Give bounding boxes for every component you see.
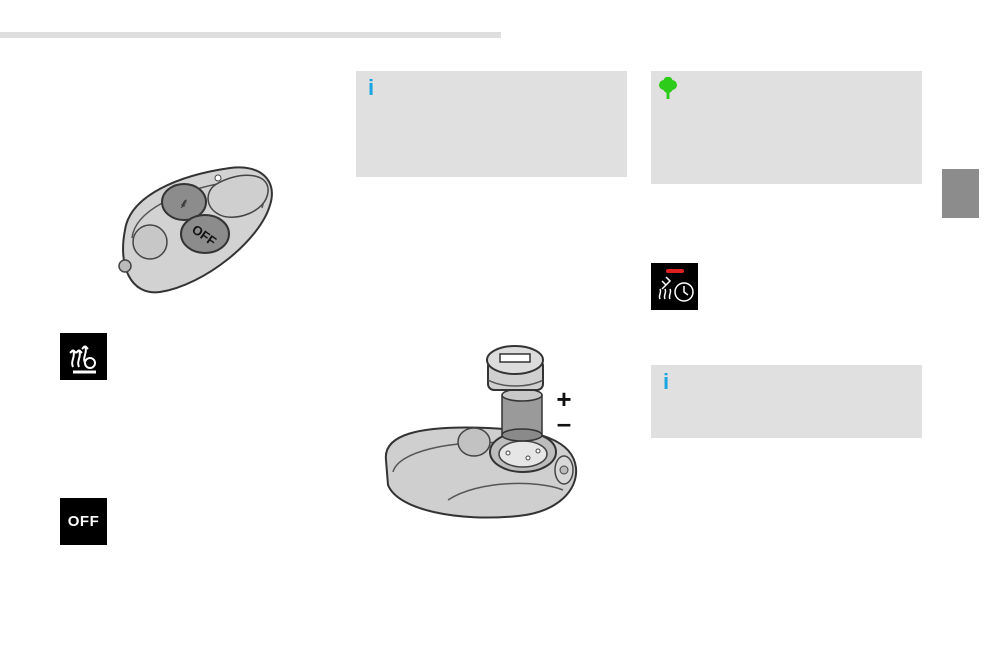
info-icon: i xyxy=(663,369,670,394)
off-icon-label: OFF xyxy=(67,513,100,530)
battery-replacement-illustration: + – xyxy=(384,345,578,519)
heat-button: ⸙ xyxy=(161,183,207,221)
coin-battery xyxy=(501,388,543,442)
header-rule xyxy=(0,32,501,38)
tree-icon xyxy=(659,77,677,99)
battery-cap xyxy=(486,345,544,391)
fan-timer-icon xyxy=(651,263,698,310)
battery-minus-label: – xyxy=(557,408,571,438)
svg-text:⸙: ⸙ xyxy=(179,196,190,212)
eco-note xyxy=(651,71,922,184)
remote-control-illustration: ⸙ OFF xyxy=(118,166,273,294)
info-note-1: i xyxy=(356,71,627,177)
heater-fan-icon xyxy=(60,333,107,380)
battery-plus-label: + xyxy=(556,384,571,414)
chapter-tab[interactable] xyxy=(942,169,979,218)
info-icon: i xyxy=(368,75,375,100)
off-icon: OFF xyxy=(60,498,107,545)
info-note-2: i xyxy=(651,365,922,438)
off-button: OFF xyxy=(180,214,230,254)
